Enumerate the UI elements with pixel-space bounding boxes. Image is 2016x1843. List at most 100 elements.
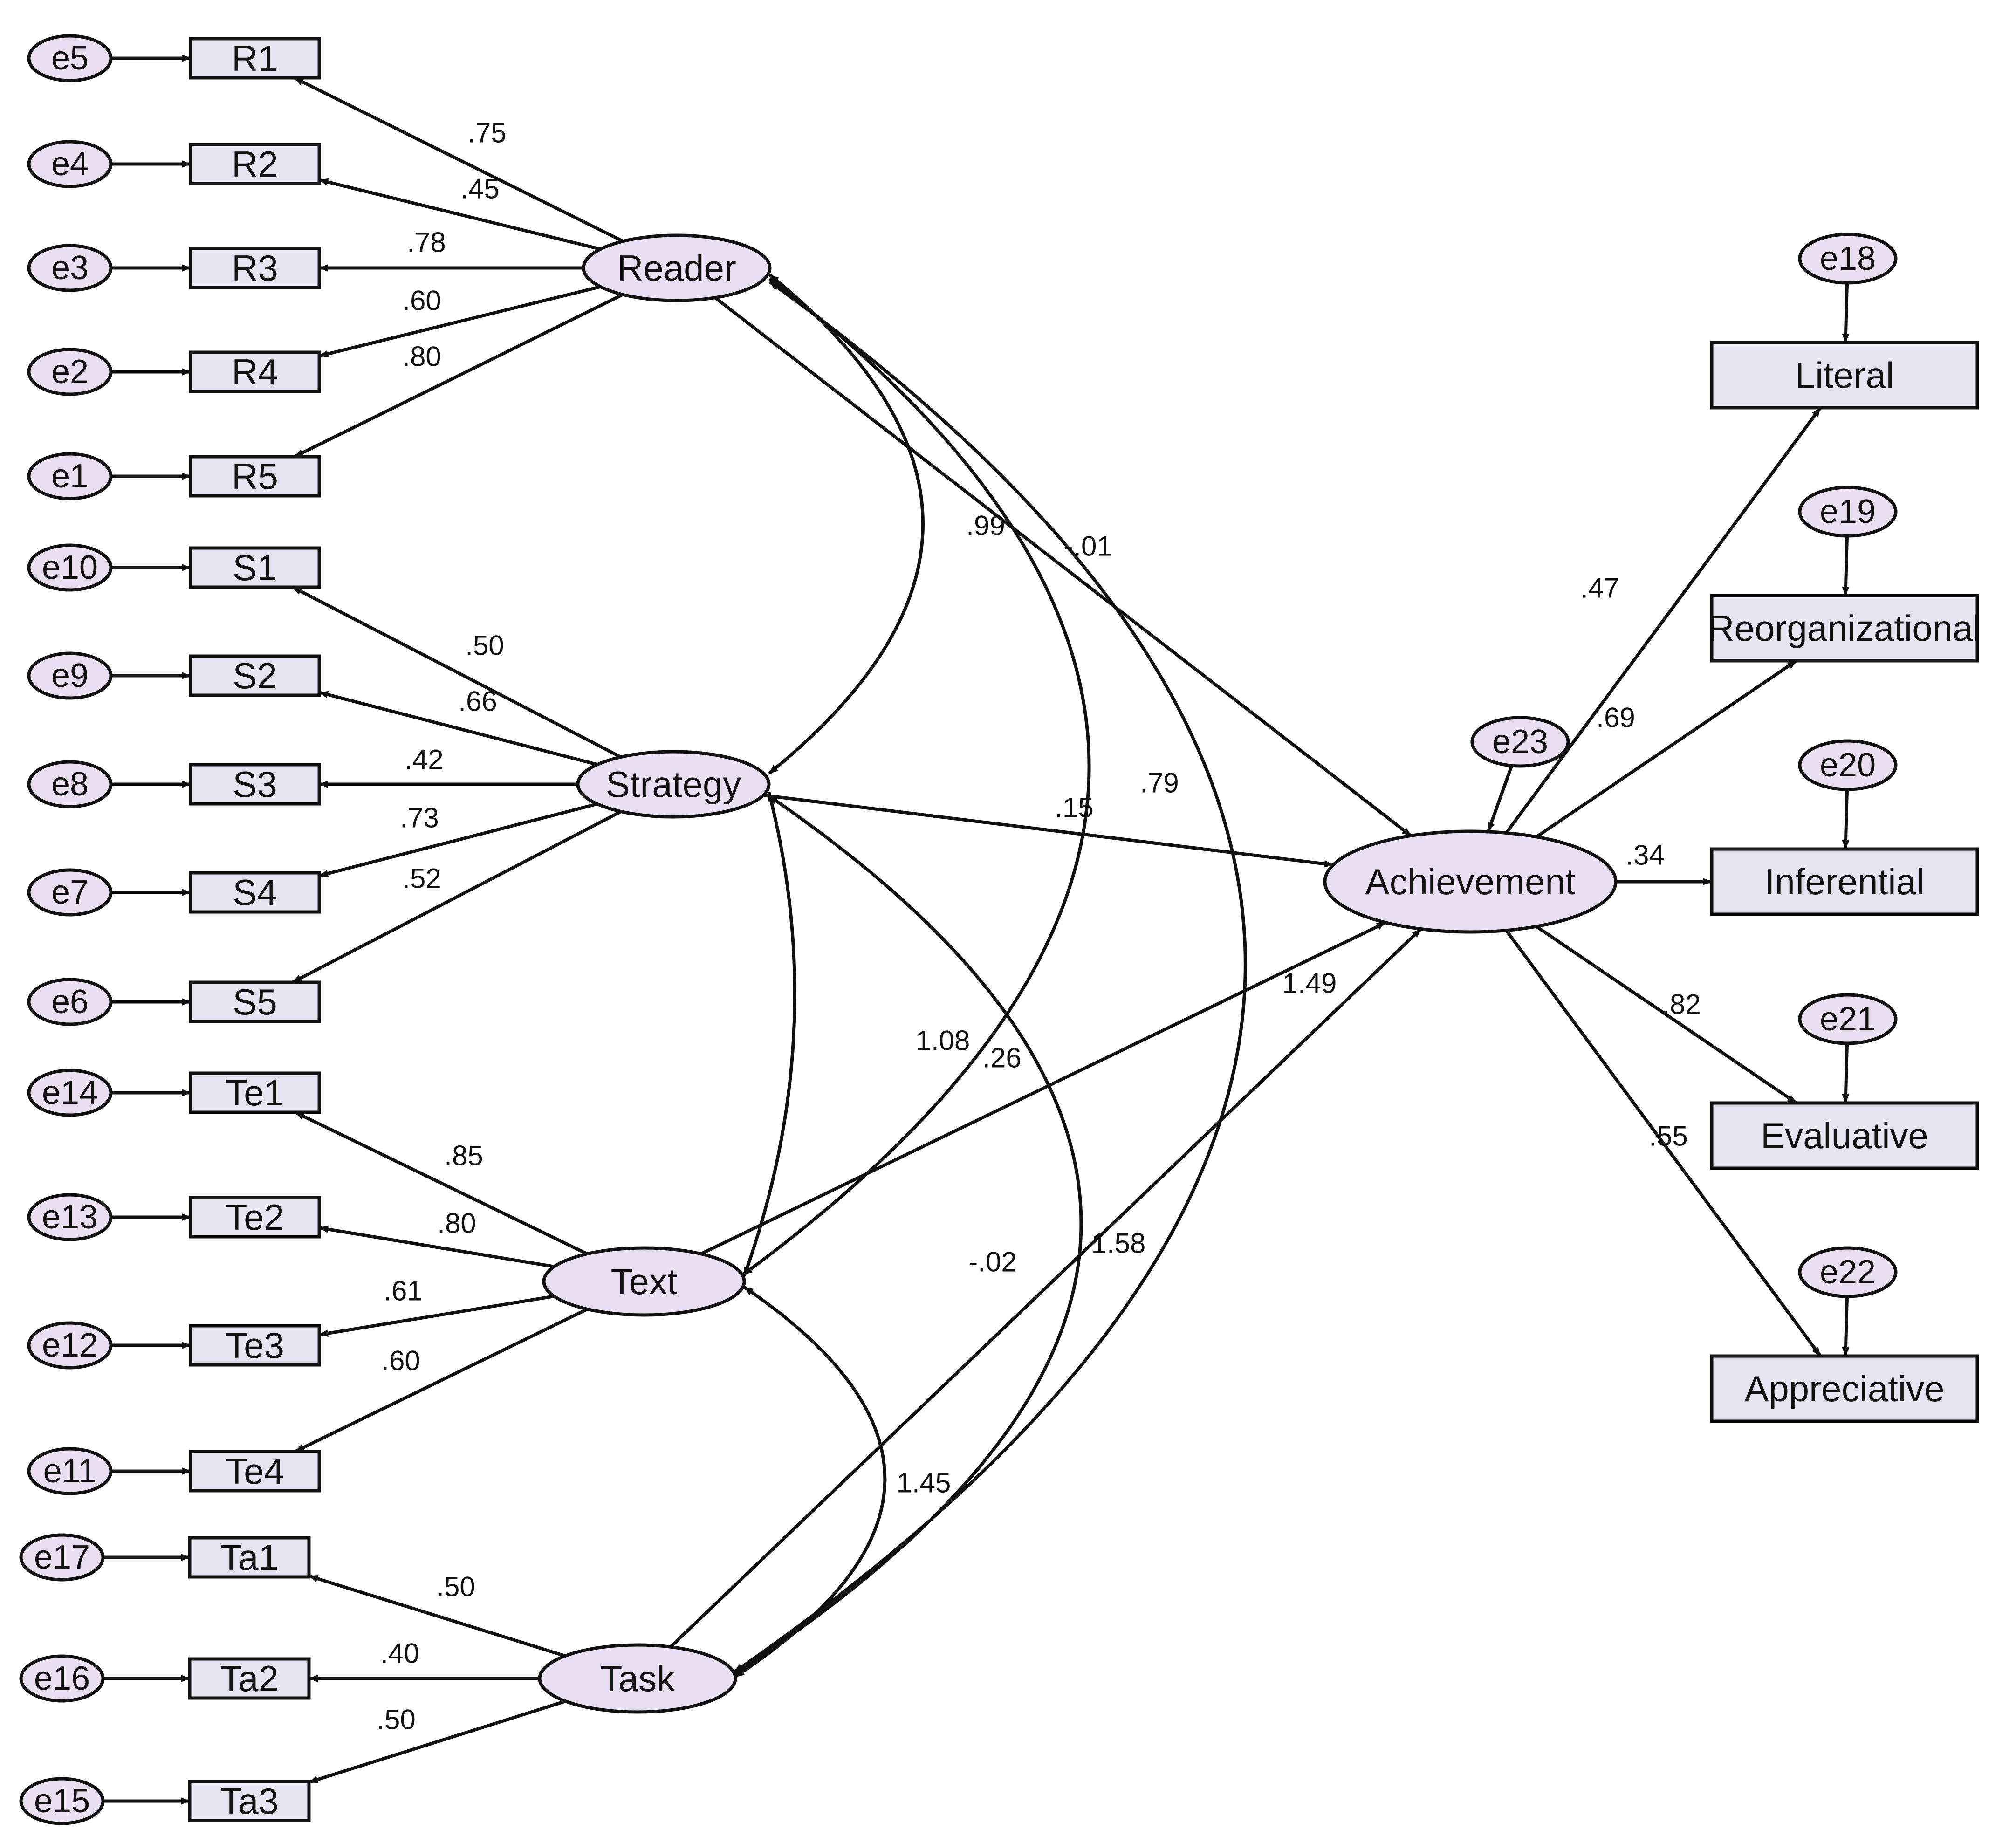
path-label-text-achievement: 1.49 xyxy=(1282,968,1337,999)
loading-arrow-r5 xyxy=(294,293,624,459)
error-arrow-e22 xyxy=(1842,1296,1850,1357)
covariance-label-strategy-text: 1.08 xyxy=(916,1025,970,1056)
indicator-label-te4: Te4 xyxy=(226,1451,284,1492)
error-e3 xyxy=(27,244,113,292)
loading-label-te2: .80 xyxy=(437,1208,476,1239)
error-e19 xyxy=(1798,486,1898,538)
loading-label-s4: .73 xyxy=(400,802,439,834)
latent-label-text: Text xyxy=(610,1261,677,1302)
indicator-label-literal: Literal xyxy=(1795,355,1894,396)
indicator-label-reorganizational: Reorganizational xyxy=(1708,608,1981,649)
latent-achievement xyxy=(1323,829,1618,934)
path-arrow-task-achievement xyxy=(669,928,1422,1648)
error-label-e9: e9 xyxy=(51,657,89,694)
indicator-r5 xyxy=(189,455,321,498)
covariance-label-reader-strategy: .79 xyxy=(1140,767,1179,799)
loading-label-s5: .52 xyxy=(402,863,441,894)
error-e1 xyxy=(27,452,113,500)
path-arrow-reader-achievement xyxy=(714,296,1412,837)
loading-label-reorganizational: .69 xyxy=(1596,702,1635,733)
latent-task xyxy=(538,1643,737,1714)
error-e20 xyxy=(1798,739,1898,791)
indicator-ta3 xyxy=(188,1780,311,1822)
covariance-label-reader-task: 1.58 xyxy=(1091,1228,1146,1259)
error-e10 xyxy=(27,543,113,592)
loading-label-r2: .45 xyxy=(460,173,499,205)
covariance-arc-text-task xyxy=(734,1286,887,1678)
loading-label-r1: .75 xyxy=(467,117,506,149)
loading-label-evaluative: .82 xyxy=(1662,989,1701,1020)
error-e18 xyxy=(1798,233,1898,285)
indicator-label-r4: R4 xyxy=(232,351,278,392)
path-label-task-achievement: -.02 xyxy=(968,1247,1016,1278)
error-e4 xyxy=(27,140,113,188)
indicator-r2 xyxy=(189,143,321,185)
indicator-s5 xyxy=(189,980,321,1023)
indicator-r3 xyxy=(189,247,321,289)
latent-label-reader: Reader xyxy=(617,247,736,288)
error-arrow-e18 xyxy=(1842,282,1850,343)
indicator-s4 xyxy=(189,871,321,914)
path-label-strategy-achievement: .15 xyxy=(1055,792,1093,823)
error-e12 xyxy=(27,1321,113,1370)
indicator-te2 xyxy=(189,1196,321,1239)
loading-arrow-te3 xyxy=(319,1295,555,1337)
edges-layer xyxy=(103,55,1850,1805)
error-label-e21: e21 xyxy=(1820,1000,1876,1038)
indicator-te1 xyxy=(189,1071,321,1114)
nodes-layer: R1e5R2e4R3e3R4e2R5e1S1e10S2e9S3e8S4e7S5e… xyxy=(19,34,1981,1825)
loading-label-r3: .78 xyxy=(407,227,446,258)
indicator-label-evaluative: Evaluative xyxy=(1761,1115,1928,1156)
loading-label-ta3: .50 xyxy=(377,1704,415,1735)
error-arrow-e21 xyxy=(1842,1043,1850,1103)
error-label-e5: e5 xyxy=(51,40,89,77)
error-e13 xyxy=(27,1193,113,1241)
error-e22 xyxy=(1798,1246,1898,1298)
indicator-label-inferential: Inferential xyxy=(1765,861,1925,902)
loading-label-s1: .50 xyxy=(465,630,504,661)
error-label-e10: e10 xyxy=(42,549,98,586)
error-label-e19: e19 xyxy=(1820,493,1876,530)
loading-arrow-s2 xyxy=(319,691,598,767)
error-e15 xyxy=(19,1777,105,1825)
indicator-label-r1: R1 xyxy=(232,38,278,79)
indicator-evaluative xyxy=(1710,1101,1979,1170)
indicator-s2 xyxy=(189,654,321,697)
error-label-e22: e22 xyxy=(1820,1254,1876,1291)
error-e11 xyxy=(27,1447,113,1495)
covariance-arc-reader-strategy xyxy=(768,274,925,775)
loading-arrow-ta1 xyxy=(308,1574,566,1658)
error-label-e2: e2 xyxy=(51,353,89,391)
error-e7 xyxy=(27,868,113,917)
latent-label-achievement: Achievement xyxy=(1365,861,1576,902)
indicator-ta2 xyxy=(188,1657,311,1700)
error-label-e13: e13 xyxy=(42,1199,98,1236)
loading-label-literal: .47 xyxy=(1580,573,1619,604)
loading-arrow-te4 xyxy=(294,1308,588,1453)
loading-label-inferential: .34 xyxy=(1625,840,1664,871)
error-e21 xyxy=(1798,993,1898,1045)
indicator-label-s2: S2 xyxy=(233,655,277,696)
indicator-label-te1: Te1 xyxy=(226,1072,284,1113)
loading-label-ta2: .40 xyxy=(380,1638,419,1669)
loading-label-te1: .85 xyxy=(444,1140,483,1172)
loading-label-te3: .61 xyxy=(384,1275,422,1307)
path-arrow-strategy-achievement xyxy=(763,794,1334,868)
error-label-e4: e4 xyxy=(51,145,89,183)
loading-arrow-reorganizational xyxy=(1535,659,1797,838)
loading-arrow-te2 xyxy=(319,1226,555,1268)
indicator-label-r5: R5 xyxy=(232,456,278,497)
loading-arrow-te1 xyxy=(295,1110,588,1255)
covariance-label-reader-text: -.01 xyxy=(1064,531,1112,562)
indicator-label-s3: S3 xyxy=(233,764,277,805)
error-label-e3: e3 xyxy=(51,249,89,287)
latent-reader xyxy=(582,233,772,302)
indicator-label-s4: S4 xyxy=(233,872,277,913)
error-label-e1: e1 xyxy=(51,458,89,495)
loading-label-ta1: .50 xyxy=(436,1571,475,1603)
covariance-label-text-task: 1.45 xyxy=(897,1467,951,1499)
latent-strategy xyxy=(576,750,771,819)
indicator-reorganizational xyxy=(1710,594,1979,663)
indicator-label-te3: Te3 xyxy=(226,1325,284,1366)
